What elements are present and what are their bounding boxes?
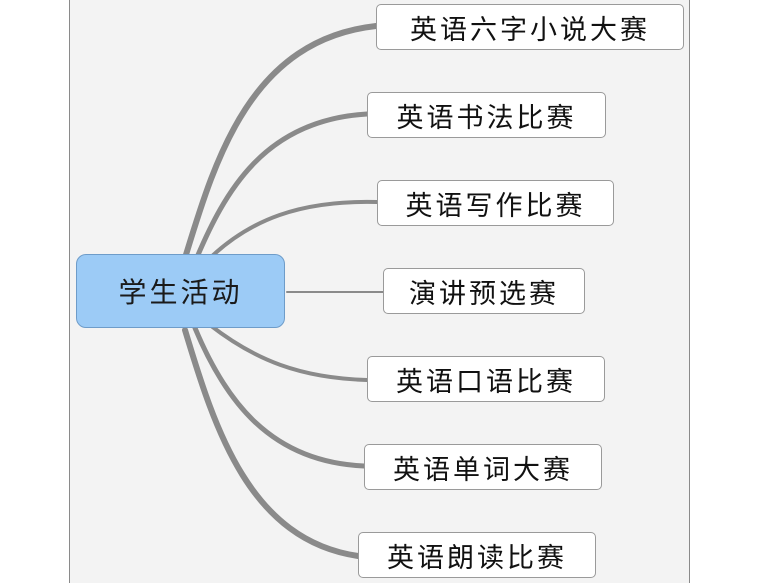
connector-b2 — [192, 111, 370, 265]
branch-label: 英语口语比赛 — [396, 366, 576, 398]
branch-node-6[interactable]: 英语单词大赛 — [364, 444, 602, 490]
central-topic-node[interactable]: 学生活动 — [76, 254, 285, 328]
connector-b1 — [182, 23, 379, 261]
connector-b7 — [182, 327, 361, 559]
branch-node-1[interactable]: 英语六字小说大赛 — [376, 4, 684, 50]
branch-label: 英语单词大赛 — [393, 454, 573, 486]
branch-label: 英语书法比赛 — [396, 102, 577, 134]
central-topic-label: 学生活动 — [118, 276, 243, 309]
branch-label: 英语写作比赛 — [405, 190, 586, 222]
connector-b5 — [208, 323, 369, 382]
connector-b6 — [192, 325, 367, 469]
branch-node-5[interactable]: 英语口语比赛 — [367, 356, 605, 402]
branch-node-2[interactable]: 英语书法比赛 — [367, 92, 606, 138]
branch-label: 英语朗读比赛 — [387, 542, 567, 574]
connector-b3 — [208, 199, 379, 260]
branch-node-3[interactable]: 英语写作比赛 — [377, 180, 614, 226]
branch-label: 演讲预选赛 — [409, 278, 559, 310]
branch-label: 英语六字小说大赛 — [410, 14, 650, 46]
branch-node-4[interactable]: 演讲预选赛 — [383, 268, 585, 314]
branch-node-7[interactable]: 英语朗读比赛 — [358, 532, 596, 578]
